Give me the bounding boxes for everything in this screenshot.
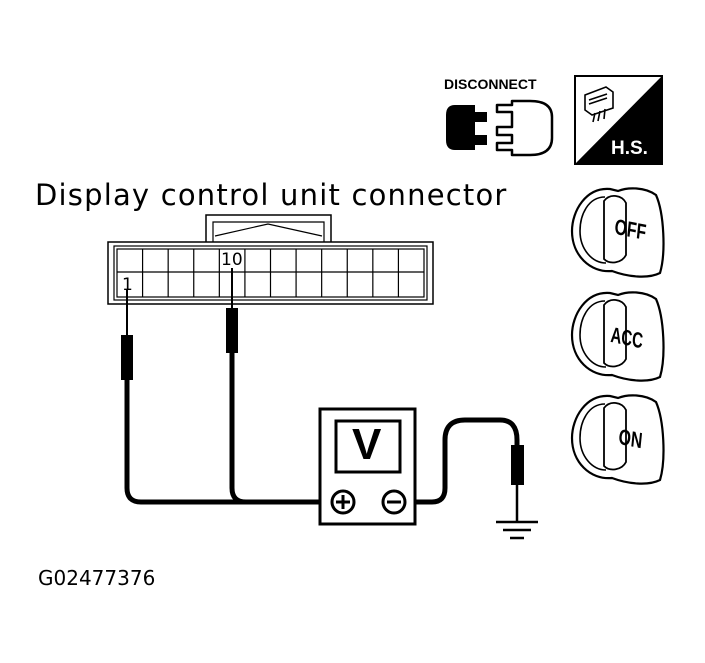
probe-wire-pin10: [226, 268, 247, 505]
key-on-icon: [570, 394, 665, 485]
connector-title: Display control unit connector: [35, 178, 508, 212]
ground-wire: [410, 417, 538, 540]
key-acc-icon: [570, 291, 665, 382]
voltmeter-symbol: V: [352, 420, 382, 469]
probe-wire-pin1: [121, 290, 322, 505]
pin-label-1: 1: [122, 275, 133, 295]
key-off-icon: [570, 187, 665, 278]
disconnect-icon: [446, 99, 554, 157]
hs-label: H.S.: [611, 138, 648, 159]
voltmeter: [318, 407, 417, 526]
disconnect-label: DISCONNECT: [444, 76, 537, 92]
hand-symbol-icon: [574, 75, 663, 165]
display-connector: [107, 214, 434, 305]
key-on-label: ON: [617, 424, 644, 454]
pin-label-10: 10: [221, 250, 243, 270]
figure-code: G02477376: [38, 566, 156, 590]
